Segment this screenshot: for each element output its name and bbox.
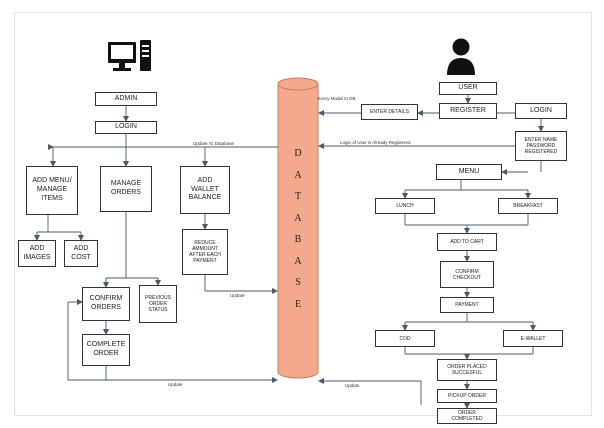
- diagram-frame: [14, 12, 592, 416]
- add-to-cart-box: ADD TO CART: [437, 233, 497, 251]
- edge-label-every-model: Every Model to DB: [318, 96, 356, 101]
- payment-box: PAYMENT: [440, 297, 494, 313]
- database-letter: A: [294, 212, 302, 224]
- add-images-box: ADD IMAGES: [18, 240, 56, 267]
- ewallet-box: E-WALLET: [503, 330, 563, 347]
- breakfast-box: BREAKFAST: [498, 198, 558, 214]
- database-letter: T: [294, 191, 302, 203]
- user-box: USER: [439, 82, 497, 95]
- database-cylinder: [277, 77, 319, 379]
- database-letter: D: [294, 148, 302, 159]
- previous-status-box: PREVIOUS ORDER STATUS: [139, 285, 177, 323]
- admin-login-box: LOGIN: [95, 121, 157, 134]
- cod-box: COD: [375, 330, 435, 347]
- database-letter: E: [294, 298, 302, 310]
- menu-box: MENU: [436, 164, 502, 180]
- confirm-orders-box: CONFIRM ORDERS: [82, 287, 130, 321]
- pickup-order-box: PICKUP ORDER: [437, 389, 497, 403]
- edge-label-login-already: Login of User is Already Registered: [340, 140, 411, 145]
- database-letter: B: [294, 234, 302, 246]
- database-letter: A: [294, 169, 302, 181]
- reduce-amount-box: REDUCE AMMOUNT AFTER EACH PAYMENT: [182, 229, 228, 275]
- lunch-box: LUNCH: [375, 198, 435, 214]
- edge-label-update-user: Update: [345, 383, 360, 388]
- register-box: REGISTER: [439, 103, 497, 119]
- enter-details-box: ENTER DETAILS: [361, 104, 418, 120]
- database-letter: S: [295, 277, 301, 289]
- user-login-box: LOGIN: [515, 103, 567, 119]
- manage-orders-box: MANAGE ORDERS: [100, 166, 152, 212]
- computer-icon: [108, 40, 151, 71]
- order-completed-box: ORDER COMPLETED: [437, 408, 497, 424]
- edge-label-update-admin: Update: [168, 382, 183, 387]
- confirm-checkout-box: CONFIRM CHECKOUT: [440, 261, 494, 288]
- complete-order-box: COMPLETE ORDER: [82, 334, 130, 366]
- add-wallet-box: ADD WALLET BALANCE: [180, 166, 230, 214]
- enter-name-box: ENTER NAME PASSWORD REGISTERED: [515, 131, 567, 161]
- admin-box: ADMIN: [95, 92, 157, 106]
- add-cost-box: ADD COST: [64, 240, 98, 267]
- edge-label-update-wallet: Update: [230, 293, 245, 298]
- order-placed-box: ORDER PLACED SUCCESFUL: [437, 359, 497, 381]
- add-menu-box: ADD MENU/ MANAGE ITEMS: [26, 166, 78, 215]
- edge-label-update-to-db: Update To Database: [193, 141, 234, 146]
- database-letter: A: [294, 255, 302, 267]
- user-icon: [447, 38, 475, 75]
